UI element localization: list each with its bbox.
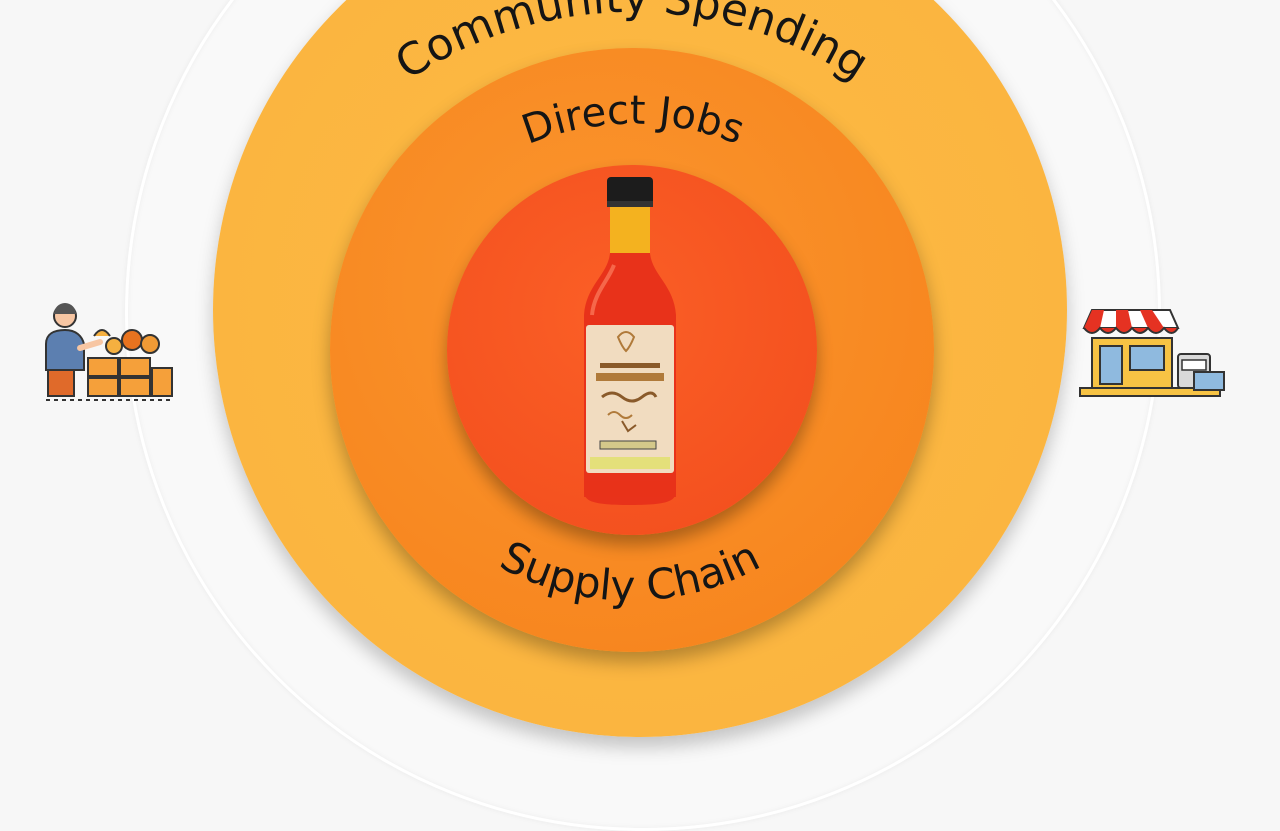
supply-chain-label: Supply Chain [493, 531, 767, 611]
hot-sauce-bottle [584, 177, 676, 505]
ripple-diagram: Community Spending Direct Jobs Supply Ch… [45, 0, 1225, 831]
market-vendor-icon [45, 303, 174, 401]
community-spending-label: Community Spending [387, 0, 878, 90]
storefront-icon [1079, 309, 1225, 397]
ring-labels: Community Spending Direct Jobs Supply Ch… [387, 0, 878, 611]
direct-jobs-label: Direct Jobs [516, 88, 750, 154]
